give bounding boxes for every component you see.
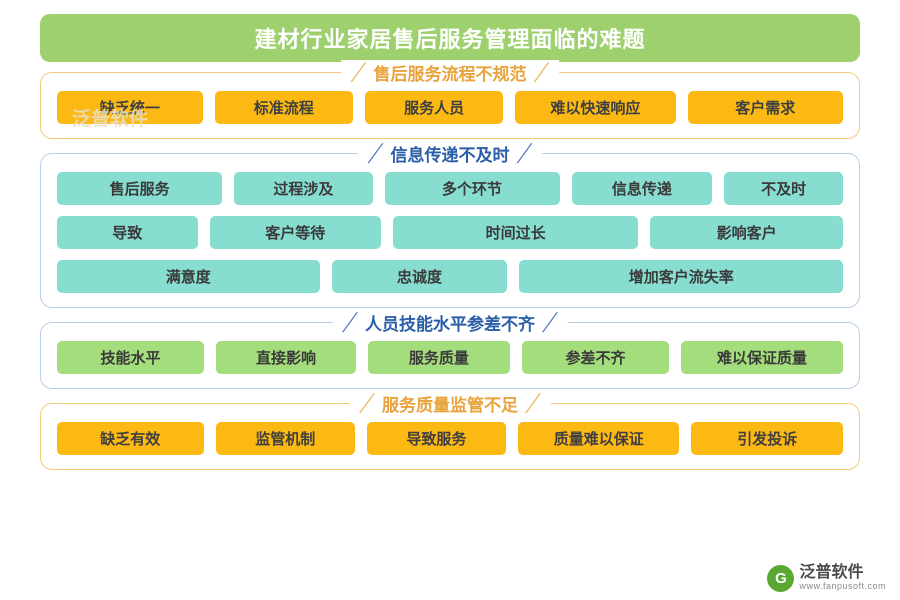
chip-row: 满意度 忠诚度 增加客户流失率 (57, 260, 843, 293)
chip[interactable]: 导致服务 (366, 422, 507, 455)
section-heading-text: 售后服务流程不规范 (373, 65, 527, 84)
chip[interactable]: 影响客户 (650, 216, 843, 249)
logo-name-cn: 泛普软件 (799, 564, 864, 582)
logo-mark-icon: G (767, 565, 795, 592)
slash-left-icon: ╱ (342, 312, 358, 332)
page-title: 建材行业家居售后服务管理面临的难题 (254, 27, 646, 52)
chip[interactable]: 引发投诉 (691, 422, 843, 455)
chip[interactable]: 导致 (57, 216, 198, 249)
chip[interactable]: 售后服务 (57, 172, 223, 205)
chip[interactable]: 服务人员 (364, 91, 504, 124)
slash-left-icon: ╱ (359, 393, 375, 413)
chip[interactable]: 时间过长 (393, 216, 639, 249)
chip[interactable]: 满意度 (57, 260, 320, 293)
chip[interactable]: 缺乏统一 (57, 91, 203, 124)
chip[interactable]: 难以保证质量 (681, 341, 844, 374)
section-heading-text: 服务质量监管不足 (382, 396, 518, 415)
chip[interactable]: 服务质量 (367, 341, 510, 374)
chip[interactable]: 技能水平 (57, 341, 205, 374)
chip[interactable]: 增加客户流失率 (519, 260, 843, 293)
chip[interactable]: 难以快速响应 (515, 91, 676, 124)
slash-left-icon: ╱ (351, 62, 366, 82)
slash-right-icon: ╱ (543, 312, 558, 332)
section-title-3: ╱ 人员技能水平参差不齐 ╱ (332, 310, 568, 335)
chip[interactable]: 标准流程 (214, 91, 353, 124)
section-quality-supervision: ╱ 服务质量监管不足 ╱ 缺乏有效 监管机制 导致服务 质量难以保证 引发投诉 (40, 391, 860, 470)
chip-row: 售后服务 过程涉及 多个环节 信息传递 不及时 (57, 172, 844, 205)
chip-row: 导致 客户等待 时间过长 影响客户 (57, 216, 843, 249)
section-title-1: ╱ 售后服务流程不规范 ╱ (341, 60, 559, 85)
section-information-delay: ╱ 信息传递不及时 ╱ 售后服务 过程涉及 多个环节 信息传递 不及时 导致 客… (40, 141, 860, 308)
chip[interactable]: 参差不齐 (521, 341, 670, 374)
chip-row: 缺乏有效 监管机制 导致服务 质量难以保证 引发投诉 (57, 422, 843, 455)
chip[interactable]: 信息传递 (571, 172, 713, 205)
chip-row: 缺乏统一 标准流程 服务人员 难以快速响应 客户需求 (57, 91, 843, 124)
slash-right-icon: ╱ (534, 62, 549, 82)
chip[interactable]: 质量难以保证 (518, 422, 680, 455)
chip[interactable]: 多个环节 (384, 172, 560, 205)
logo-name-en: www.fanpusoft.com (799, 581, 886, 592)
chip-row: 技能水平 直接影响 服务质量 参差不齐 难以保证质量 (57, 341, 844, 374)
chip[interactable]: 客户等待 (209, 216, 382, 249)
page-title-bar: 建材行业家居售后服务管理面临的难题 (40, 14, 860, 62)
chip[interactable]: 缺乏有效 (57, 422, 204, 455)
chip[interactable]: 不及时 (724, 172, 844, 205)
chip[interactable]: 忠诚度 (331, 260, 508, 293)
chip[interactable]: 监管机制 (215, 422, 355, 455)
slash-right-icon: ╱ (517, 143, 532, 163)
section-skill-level: ╱ 人员技能水平参差不齐 ╱ 技能水平 直接影响 服务质量 参差不齐 难以保证质… (40, 310, 860, 389)
slash-right-icon: ╱ (526, 393, 541, 413)
chip[interactable]: 过程涉及 (234, 172, 373, 205)
section-title-2: ╱ 信息传递不及时 ╱ (358, 141, 542, 166)
section-title-4: ╱ 服务质量监管不足 ╱ (349, 391, 551, 416)
section-heading-text: 信息传递不及时 (390, 146, 510, 165)
chip[interactable]: 客户需求 (687, 91, 843, 124)
logo-names: 泛普软件 www.fanpusoft.com (799, 564, 886, 592)
section-heading-text: 人员技能水平参差不齐 (365, 315, 535, 334)
chip[interactable]: 直接影响 (216, 341, 356, 374)
slash-left-icon: ╱ (368, 143, 383, 163)
section-service-process: ╱ 售后服务流程不规范 ╱ 缺乏统一 标准流程 服务人员 难以快速响应 客户需求 (40, 60, 860, 139)
brand-logo: G 泛普软件 www.fanpusoft.com (767, 565, 886, 592)
